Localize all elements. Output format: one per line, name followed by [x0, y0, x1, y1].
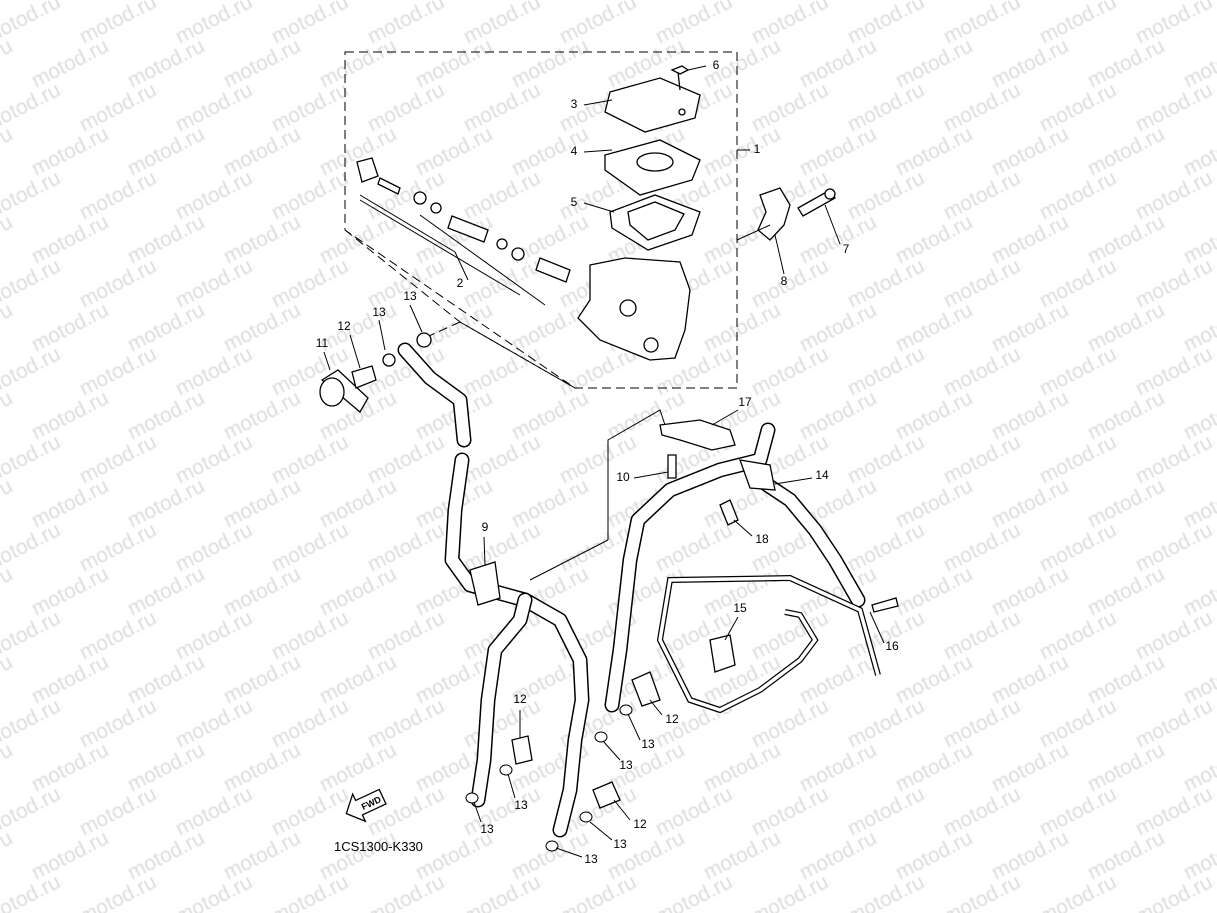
joint-9 [469, 561, 501, 606]
callout: 13 [372, 305, 386, 319]
callout: 14 [815, 468, 829, 482]
callout: 9 [482, 520, 489, 534]
callout: 6 [713, 58, 720, 72]
callout: 13 [480, 822, 494, 836]
diagram-code: 1CS1300-K330 [334, 839, 423, 854]
callout: 13 [619, 758, 633, 772]
callout: 12 [337, 319, 351, 333]
callout: 1 [754, 142, 761, 156]
washer [416, 332, 432, 348]
callout-labels: 6 3 4 5 1 7 8 2 13 13 12 11 17 10 14 18 … [316, 58, 899, 866]
bracket-17 [659, 419, 736, 451]
callout: 13 [641, 737, 655, 751]
callout: 17 [738, 395, 752, 409]
callout: 13 [403, 289, 417, 303]
clamp-15 [709, 634, 736, 673]
reservoir-cap [604, 77, 701, 133]
fwd-arrow: FWD [345, 788, 387, 823]
callout: 4 [571, 144, 578, 158]
union-bolt-11 [319, 369, 369, 413]
callout: 13 [514, 798, 528, 812]
diaphragm [609, 194, 701, 251]
callout: 5 [571, 195, 578, 209]
callout: 13 [613, 837, 627, 851]
callout: 12 [665, 712, 679, 726]
washer [382, 353, 396, 367]
callout: 11 [316, 336, 329, 350]
callout: 3 [571, 97, 578, 111]
union-bolt-12 [351, 365, 377, 389]
callout: 2 [457, 276, 464, 290]
callout: 18 [755, 532, 769, 546]
washers [465, 704, 633, 852]
bolts [511, 454, 899, 809]
callout: 15 [733, 601, 747, 615]
callout: 8 [781, 274, 788, 288]
callout: 16 [885, 639, 899, 653]
callout: 7 [843, 242, 850, 256]
callout: 12 [513, 692, 527, 706]
bolt-7 [797, 188, 836, 217]
master-cylinder-body [577, 257, 691, 361]
callout: 13 [584, 852, 598, 866]
joint-14 [739, 459, 776, 491]
holder-8 [736, 187, 791, 241]
brake-hoses [397, 342, 881, 838]
callout: 12 [633, 817, 647, 831]
diaphragm-plate [604, 139, 701, 196]
piston-kit [356, 157, 571, 306]
callout: 10 [616, 470, 630, 484]
